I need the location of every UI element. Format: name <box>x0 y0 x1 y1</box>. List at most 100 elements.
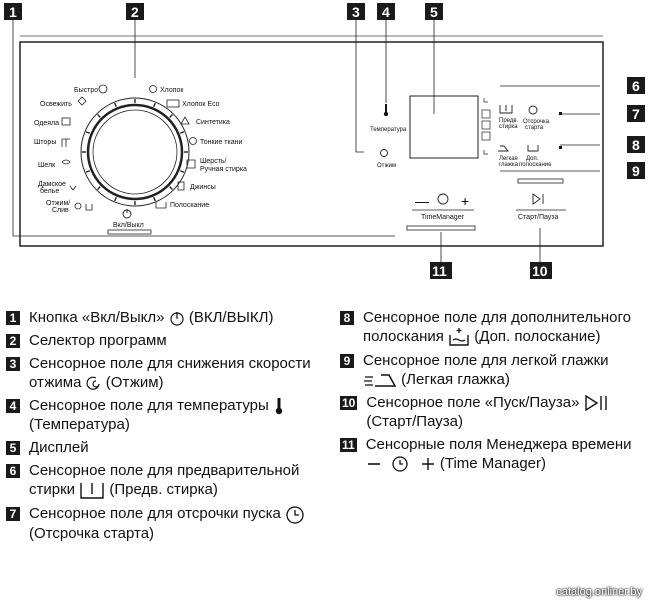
dial-ticks <box>82 99 188 205</box>
legend-text-8: Сенсорное поле для дополнительного полос… <box>363 309 632 345</box>
easy-iron-label-1: Легкая <box>499 156 518 162</box>
legend-item-9: 9 Сенсорное поле для легкой глажки (Легк… <box>340 351 645 389</box>
delicates-icon <box>189 137 197 145</box>
easy-iron-label-2: глажка <box>499 162 519 168</box>
spin-touch-field[interactable]: Отжим <box>377 149 396 170</box>
temperature-touch-field[interactable]: Температура <box>370 104 407 133</box>
callout-2: 2 <box>126 3 144 20</box>
program-labels-left: Быстро Освежить Одеяла Шторы Шелк Дамско… <box>34 87 98 214</box>
svg-text:1: 1 <box>9 4 17 20</box>
time-manager-touch-field[interactable]: — + TimeManager <box>406 193 476 231</box>
callout-9: 9 <box>627 162 645 179</box>
callout-3: 3 <box>347 3 365 20</box>
dial-tick <box>180 170 185 173</box>
cotton-eco-icon <box>166 99 180 108</box>
delay-start-label-2: старта <box>525 125 544 131</box>
legend-badge-10: 10 <box>340 396 358 411</box>
callout-8: 8 <box>627 136 645 153</box>
legend-badge-1: 1 <box>6 311 20 325</box>
extra-rinse-touch-field[interactable]: Доп. полоскание <box>519 145 562 168</box>
program-label-silk: Шелк <box>38 162 56 169</box>
callout-10: 10 <box>530 262 552 279</box>
legend-text-9b: (Легкая глажка) <box>397 371 510 389</box>
program-label-spin-drain-2: Слив <box>52 207 69 214</box>
dial-tick <box>169 114 173 118</box>
dial-tick <box>180 131 185 134</box>
display <box>409 95 479 159</box>
svg-text:3: 3 <box>352 4 360 20</box>
svg-text:9: 9 <box>632 163 640 179</box>
dial-tick <box>85 131 90 134</box>
synthetics-icon <box>180 116 190 125</box>
svg-text:2: 2 <box>131 4 139 20</box>
program-label-wool-1: Шерсть/ <box>200 158 227 165</box>
legend-left-column: 1 Кнопка «Вкл/Выкл» (ВКЛ/ВЫКЛ) 2 Селекто… <box>6 308 326 547</box>
legend-item-4: 4 Сенсорное поле для температуры (Темпер… <box>6 396 326 434</box>
legend-item-6: 6 Сенсорное поле для предварительной сти… <box>6 461 326 500</box>
legend-right-column: 8 Сенсорное поле для дополнительного пол… <box>340 308 645 478</box>
dial-tick <box>153 102 156 107</box>
prewash-label-1: Предв. <box>499 118 519 124</box>
program-label-refresh: Освежить <box>40 101 72 108</box>
program-icons-left <box>61 84 108 211</box>
program-label-lingerie-1: Дамское <box>38 181 66 188</box>
legend-text-5: Дисплей <box>29 439 89 457</box>
legend-badge-6: 6 <box>6 464 20 479</box>
legend-text-11b: (Time Manager) <box>435 455 546 473</box>
easy-iron-icon <box>498 145 509 152</box>
delay-start-icon <box>528 105 538 115</box>
rinse-icon <box>155 202 167 209</box>
control-panel-diagram: 1 2 3 4 5 6 7 8 9 10 11 Быстро Освежить … <box>4 3 645 279</box>
legend-text-6b: (Предв. стирка) <box>105 481 218 499</box>
program-label-jeans: Джинсы <box>190 184 216 191</box>
duvet-icon <box>61 117 71 126</box>
curtains-icon <box>61 138 70 147</box>
start-pause-touch-field[interactable]: Старт/Пауза <box>516 178 566 221</box>
program-label-rinse: Полоскание <box>170 202 209 209</box>
leader-lines <box>12 20 600 262</box>
dial-tick <box>169 186 173 190</box>
watermark: catalog.onliner.by <box>556 586 642 598</box>
startpause-label: Старт/Пауза <box>518 214 559 221</box>
program-label-wool-2: Ручная стирка <box>200 166 247 173</box>
prewash-icon <box>80 483 104 499</box>
program-label-delicates: Тонкие ткани <box>200 139 242 146</box>
legend-text-3: Сенсорное поле для снижения скорости отж… <box>29 355 311 391</box>
prewash-label-2: стирка <box>499 124 518 130</box>
svg-text:10: 10 <box>532 263 548 279</box>
prewash-icon <box>499 105 513 114</box>
legend-text-11: Сенсорные поля Менеджера времени <box>365 436 632 454</box>
legend-text-1b: (ВКЛ/ВЫКЛ) <box>184 309 274 326</box>
panel-outline <box>19 41 604 247</box>
legend-text-10b: (Старт/Пауза) <box>366 413 463 431</box>
thermometer-icon <box>275 398 283 415</box>
start-pause-icon <box>532 193 544 205</box>
legend-badge-4: 4 <box>6 399 20 413</box>
svg-text:11: 11 <box>432 263 447 279</box>
legend-badge-2: 2 <box>6 334 20 348</box>
delay-start-touch-field[interactable]: Отсрочка старта <box>523 105 562 131</box>
onoff-label: Вкл/Выкл <box>113 222 144 229</box>
spin-icon <box>86 376 100 390</box>
program-selector-dial[interactable] <box>80 97 190 207</box>
time-manager-icon <box>437 193 449 205</box>
silk-icon <box>61 159 71 165</box>
legend-text-7b: (Отсрочка старта) <box>29 525 155 543</box>
display-side-indicators <box>481 98 491 155</box>
time-manager-icon <box>367 456 434 472</box>
svg-text:4: 4 <box>382 4 390 20</box>
prewash-touch-field[interactable]: Предв. стирка <box>499 105 519 130</box>
svg-text:5: 5 <box>430 4 438 20</box>
legend-item-3: 3 Сенсорное поле для снижения скорости о… <box>6 354 326 392</box>
wool-icon <box>186 159 196 169</box>
easy-iron-touch-field[interactable]: Легкая глажка <box>498 145 519 168</box>
delay-start-icon <box>286 506 304 524</box>
legend-text-4b: (Температура) <box>29 416 130 434</box>
dial-tick <box>114 102 117 107</box>
program-label-spin-drain-1: Отжим/ <box>46 200 70 207</box>
legend-item-8: 8 Сенсорное поле для дополнительного пол… <box>340 308 645 347</box>
svg-text:6: 6 <box>632 78 640 94</box>
extra-rinse-label-1: Доп. <box>526 156 539 162</box>
onoff-button[interactable]: Вкл/Выкл <box>107 209 152 235</box>
svg-text:7: 7 <box>632 106 640 122</box>
